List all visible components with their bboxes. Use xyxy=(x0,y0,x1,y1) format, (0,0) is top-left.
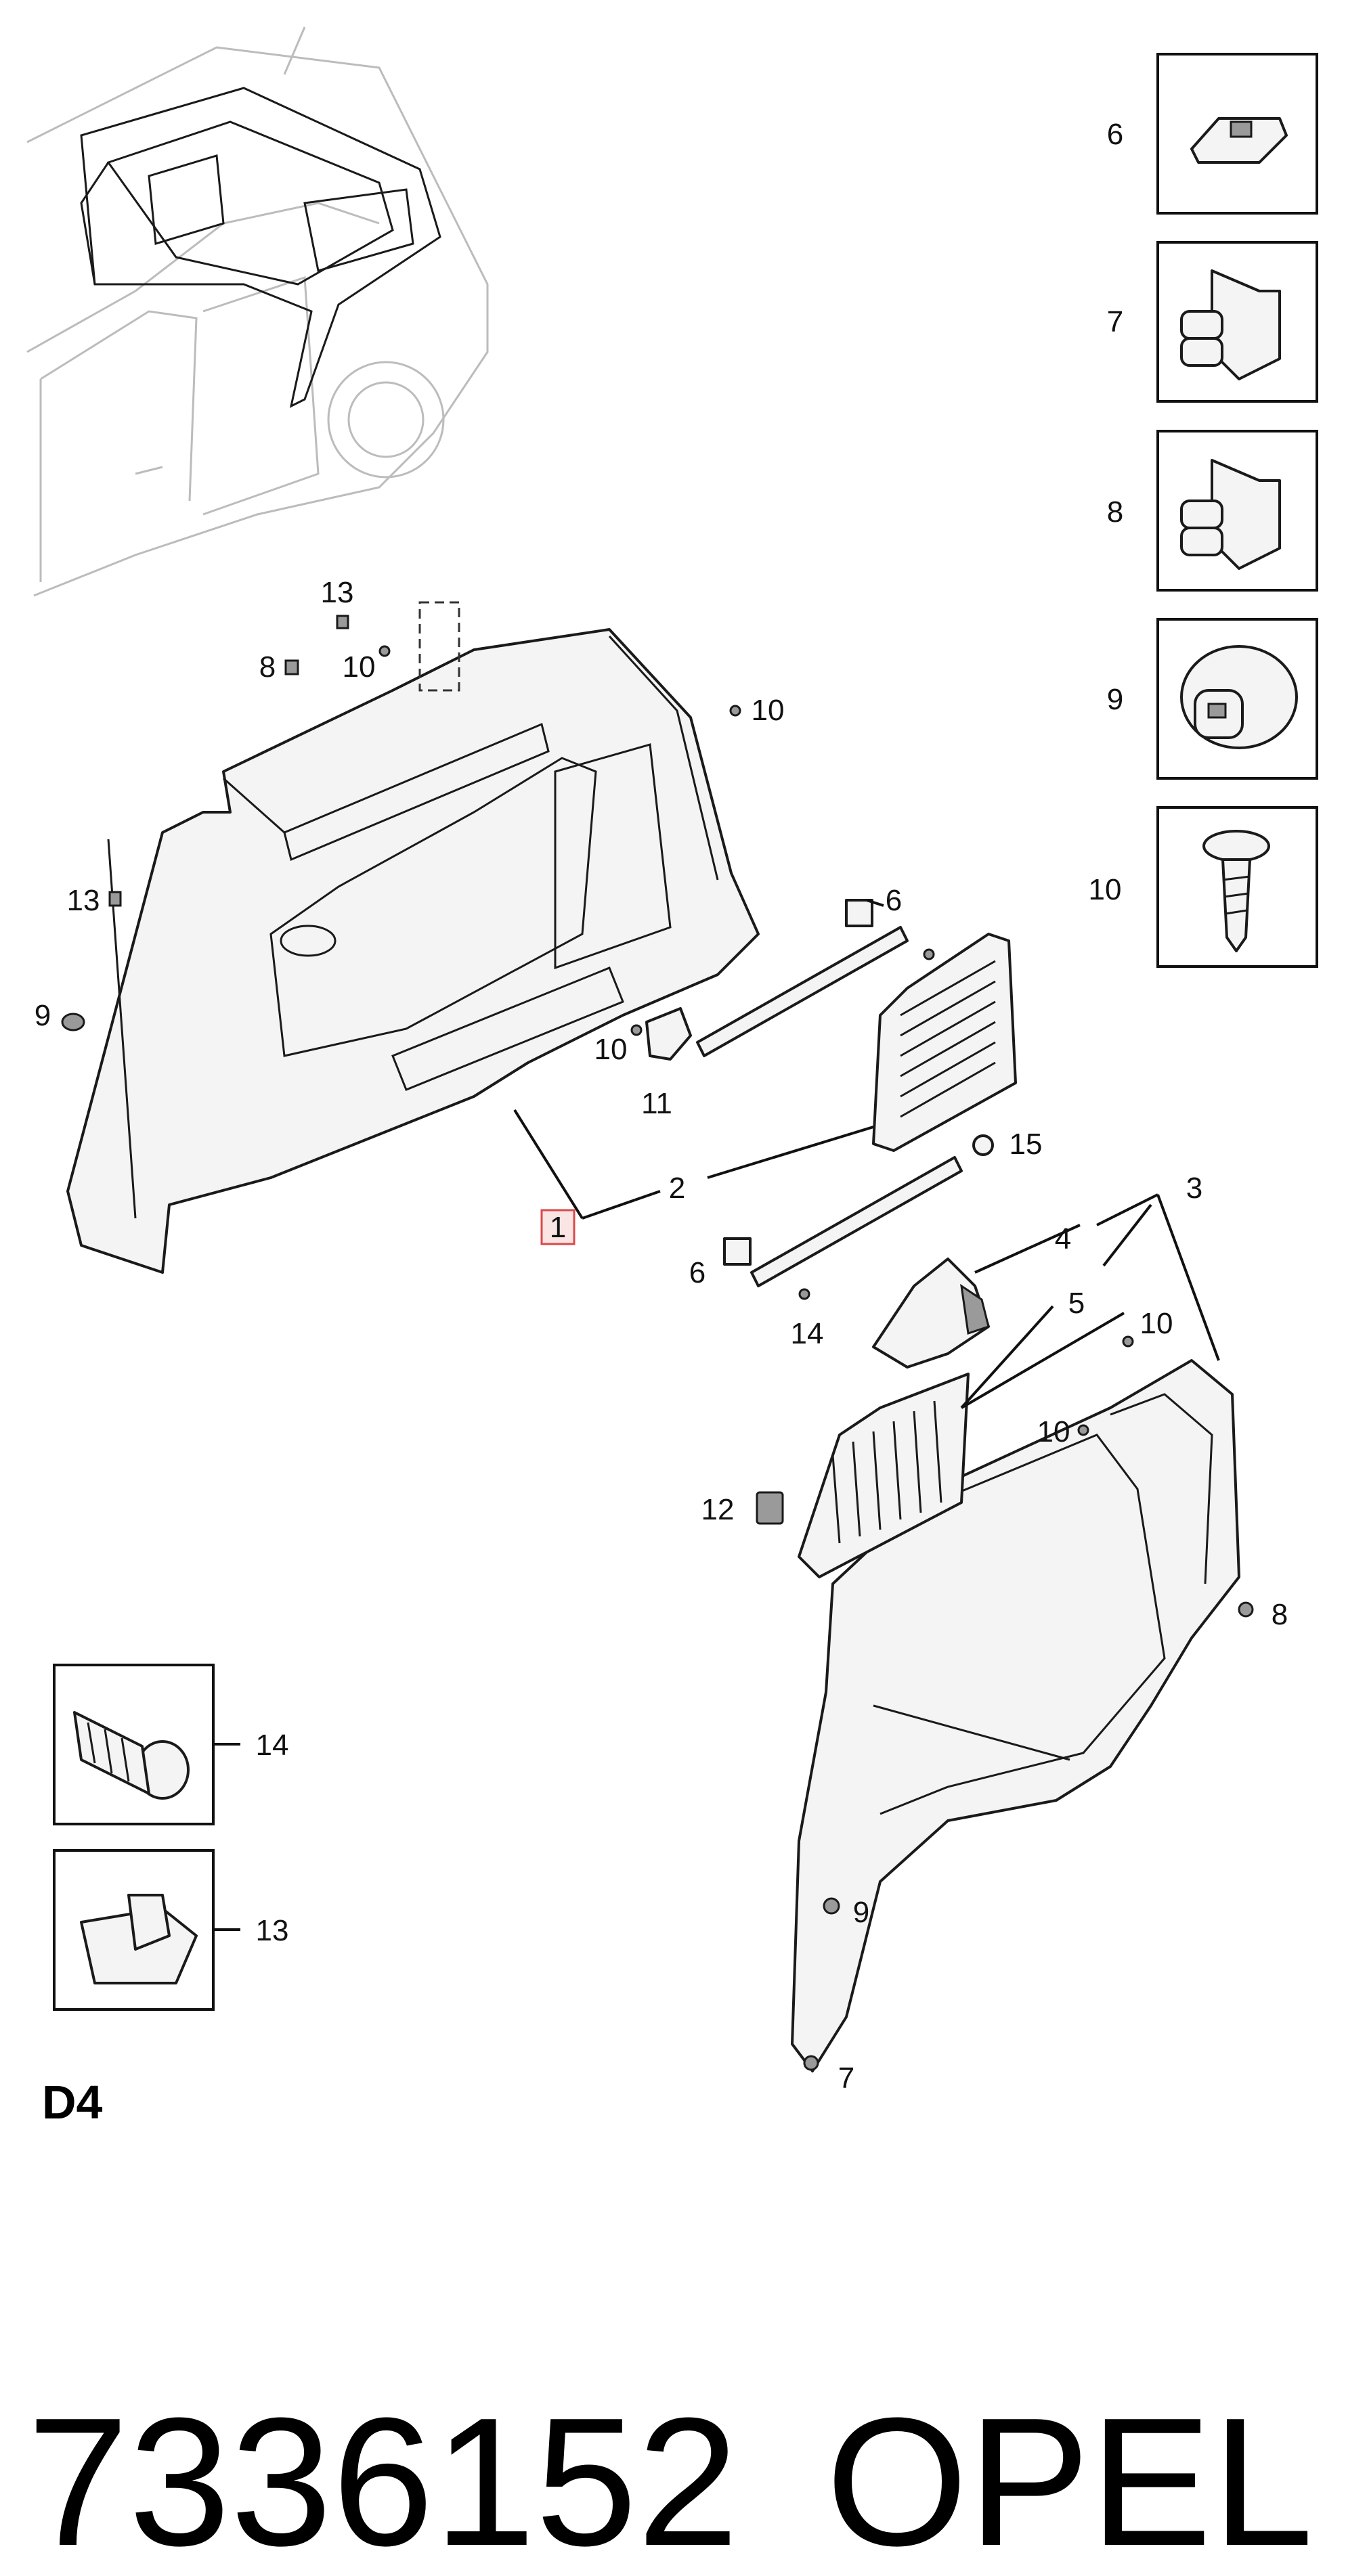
inset-label-10: 10 xyxy=(1089,873,1122,906)
callout-10-lower-right: 10 xyxy=(1140,1307,1173,1340)
highlight-box-part-1 xyxy=(540,1209,576,1245)
callout-8-right: 8 xyxy=(1272,1598,1288,1631)
cover-cap-part-11 xyxy=(645,1007,692,1061)
inset-box-13 xyxy=(53,1849,215,2011)
inset-label-6: 6 xyxy=(1107,118,1123,151)
quarter-trim-panel-part-3 xyxy=(791,1359,1240,2072)
callout-9-left: 9 xyxy=(35,999,51,1032)
callout-15: 15 xyxy=(1010,1128,1043,1161)
callout-8-left: 8 xyxy=(259,650,276,684)
callout-10-lower: 10 xyxy=(1037,1415,1070,1448)
callout-14: 14 xyxy=(791,1317,824,1350)
part-number: 7336152 xyxy=(27,2380,739,2576)
quarter-trim-panel-part-1 xyxy=(66,601,760,1274)
inset-box-7 xyxy=(1156,241,1318,403)
inset-label-7: 7 xyxy=(1107,305,1123,338)
section-code: D4 xyxy=(42,2076,103,2129)
inset-box-10 xyxy=(1156,806,1318,968)
callout-9-right: 9 xyxy=(853,1896,869,1929)
callout-4: 4 xyxy=(1055,1222,1071,1256)
callout-12: 12 xyxy=(701,1493,735,1526)
inset-box-8 xyxy=(1156,430,1318,592)
inset-label-9: 9 xyxy=(1107,683,1123,716)
callout-10-middle: 10 xyxy=(594,1033,628,1066)
callout-10-upper-right: 10 xyxy=(752,694,785,727)
callout-6-upper: 6 xyxy=(886,884,902,917)
callout-11: 11 xyxy=(641,1087,672,1120)
callout-6-lower: 6 xyxy=(689,1256,705,1289)
callout-5: 5 xyxy=(1068,1287,1085,1320)
callout-13-top: 13 xyxy=(321,576,354,609)
inset-label-8: 8 xyxy=(1107,495,1123,529)
grommet-part-15 xyxy=(972,1134,994,1156)
inset-box-14 xyxy=(53,1664,215,1825)
seal-strip-part-6 xyxy=(696,899,963,1287)
vent-grille-part-5 xyxy=(798,1373,970,1578)
callout-10-top: 10 xyxy=(343,650,376,684)
vehicle-overview-illustration xyxy=(26,26,489,597)
inset-box-9 xyxy=(1156,618,1318,780)
cover-part-4 xyxy=(872,1258,990,1369)
callout-7: 7 xyxy=(838,2062,854,2095)
small-fasteners xyxy=(61,615,1254,2071)
inset-box-6 xyxy=(1156,53,1318,215)
inset-label-14: 14 xyxy=(256,1729,289,1762)
brand-name: OPEL xyxy=(826,2380,1314,2576)
callout-3: 3 xyxy=(1186,1172,1202,1205)
callout-2: 2 xyxy=(669,1172,685,1205)
callout-13-left: 13 xyxy=(67,884,100,917)
inset-label-13: 13 xyxy=(256,1914,289,1947)
callout-1: 1 xyxy=(550,1211,566,1244)
clip-part-12 xyxy=(756,1491,784,1525)
speaker-grille-part-2 xyxy=(872,933,1017,1152)
